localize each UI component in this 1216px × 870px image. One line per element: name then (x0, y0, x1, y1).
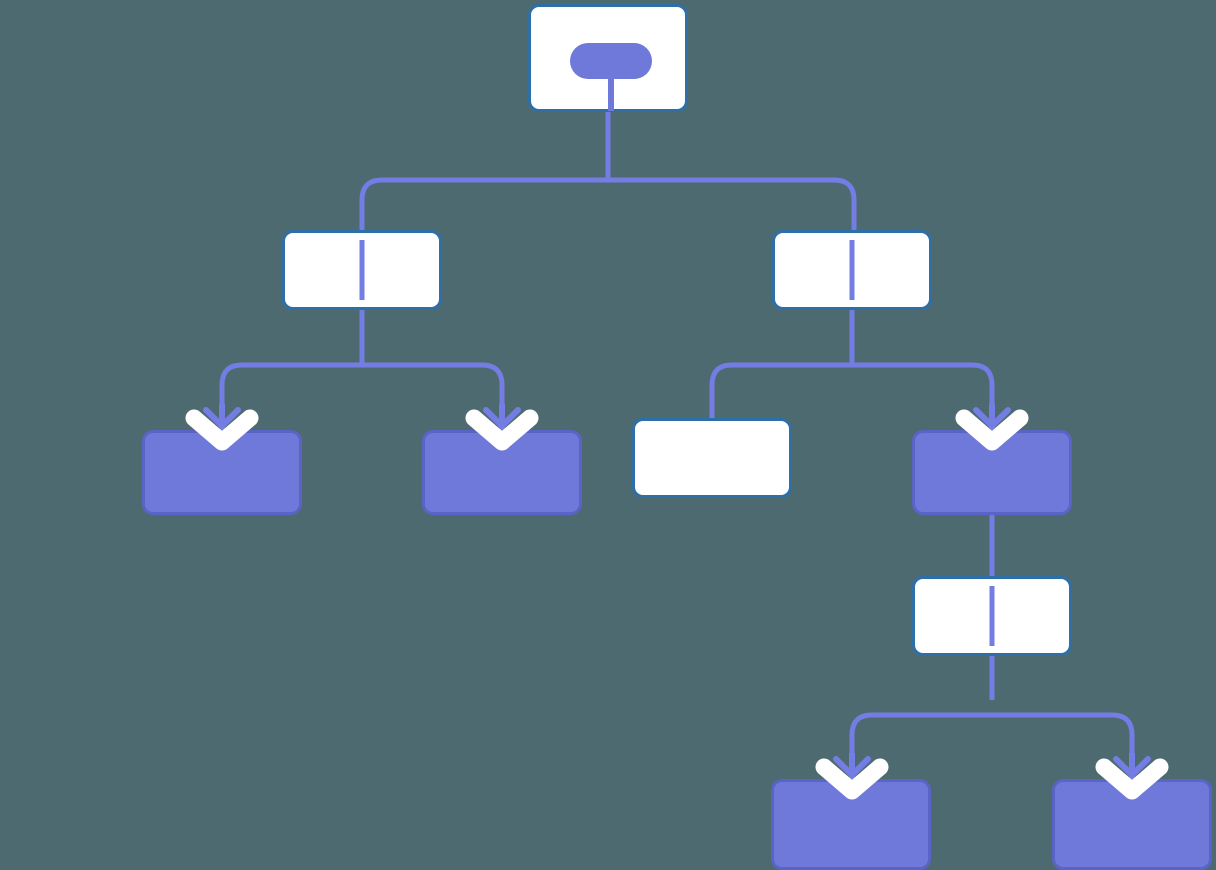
connector-edge (849, 712, 992, 800)
tree-node-n10[interactable] (1052, 779, 1212, 870)
tree-node-n3[interactable] (772, 230, 932, 310)
tree-node-n1[interactable] (528, 4, 688, 112)
tree-node-n8[interactable] (912, 576, 1072, 656)
connector-edge (852, 362, 995, 452)
tree-node-n9[interactable] (771, 779, 931, 870)
tree-node-n4[interactable] (142, 430, 302, 515)
connector-edge (709, 362, 852, 418)
pin-pill-icon (570, 43, 652, 79)
connector-edge (992, 712, 1135, 800)
tree-node-n5[interactable] (422, 430, 582, 515)
tree-node-n2[interactable] (282, 230, 442, 310)
tree-node-n7[interactable] (912, 430, 1072, 515)
connector-edge (362, 362, 505, 452)
connector-edge (359, 177, 857, 310)
pin-stem-icon (608, 75, 614, 111)
connector-edge (219, 362, 362, 452)
tree-node-n6[interactable] (632, 418, 792, 498)
